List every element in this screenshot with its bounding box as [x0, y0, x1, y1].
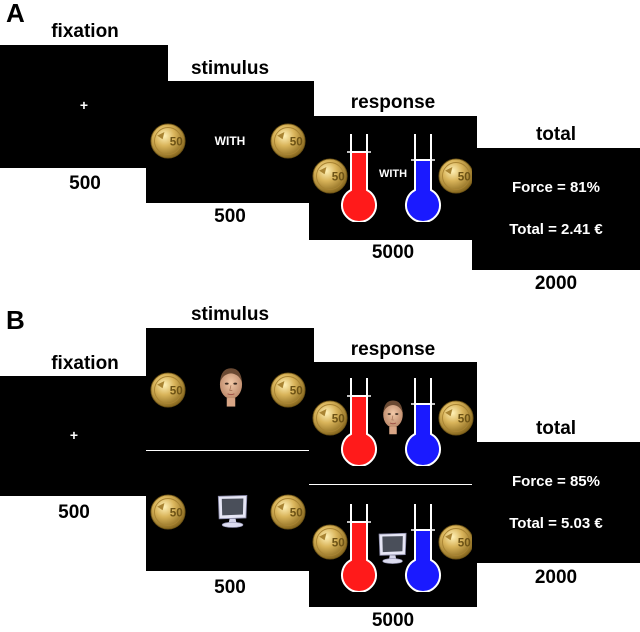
face-photo-icon	[214, 364, 248, 410]
total-label-a: total	[535, 124, 577, 145]
euro-coin-icon	[150, 494, 186, 530]
euro-coin-icon	[270, 494, 306, 530]
fixation-label-b: fixation	[51, 353, 119, 374]
total-label-b: total	[535, 418, 577, 439]
stimulus-duration-a: 500	[214, 206, 246, 227]
response-duration-b: 5000	[371, 610, 415, 631]
stimulus-label-a: stimulus	[190, 58, 270, 79]
fixation-label-a: fixation	[51, 21, 119, 42]
stimulus-word: WITH	[214, 134, 246, 148]
force-text-a: Force = 81%	[512, 179, 600, 196]
screen-divider	[309, 484, 477, 485]
fixation-screen-a: +	[0, 45, 168, 168]
computer-monitor-icon	[214, 492, 252, 530]
force-text-b: Force = 85%	[512, 473, 600, 490]
euro-coin-icon	[438, 400, 474, 436]
response-label-b: response	[350, 339, 436, 360]
total-text-b: Total = 5.03 €	[509, 515, 603, 532]
screen-divider	[146, 450, 314, 451]
stimulus-screen-b	[146, 328, 314, 571]
panel-letter-a: A	[6, 0, 25, 28]
fixation-duration-a: 500	[69, 173, 101, 194]
euro-coin-icon	[150, 372, 186, 408]
euro-coin-icon	[270, 123, 306, 159]
euro-coin-icon	[438, 524, 474, 560]
response-duration-a: 5000	[371, 242, 415, 263]
fixation-cross: +	[79, 97, 89, 113]
response-screen-a: WITH	[309, 116, 477, 240]
total-duration-b: 2000	[534, 567, 578, 588]
total-screen-a: Force = 81% Total = 2.41 €	[472, 148, 640, 270]
euro-coin-icon	[438, 158, 474, 194]
euro-coin-icon	[270, 372, 306, 408]
stimulus-label-b: stimulus	[190, 304, 270, 325]
stimulus-duration-b: 500	[214, 577, 246, 598]
fixation-duration-b: 500	[58, 502, 90, 523]
response-screen-b	[309, 362, 477, 607]
response-word: WITH	[378, 168, 408, 180]
fixation-cross: +	[69, 427, 79, 443]
stimulus-screen-a: WITH	[146, 81, 314, 203]
total-screen-b: Force = 85% Total = 5.03 €	[472, 442, 640, 563]
response-label-a: response	[350, 92, 436, 113]
panel-letter-b: B	[6, 305, 25, 335]
total-duration-a: 2000	[534, 273, 578, 294]
total-text-a: Total = 2.41 €	[509, 221, 603, 238]
fixation-screen-b: +	[0, 376, 148, 496]
